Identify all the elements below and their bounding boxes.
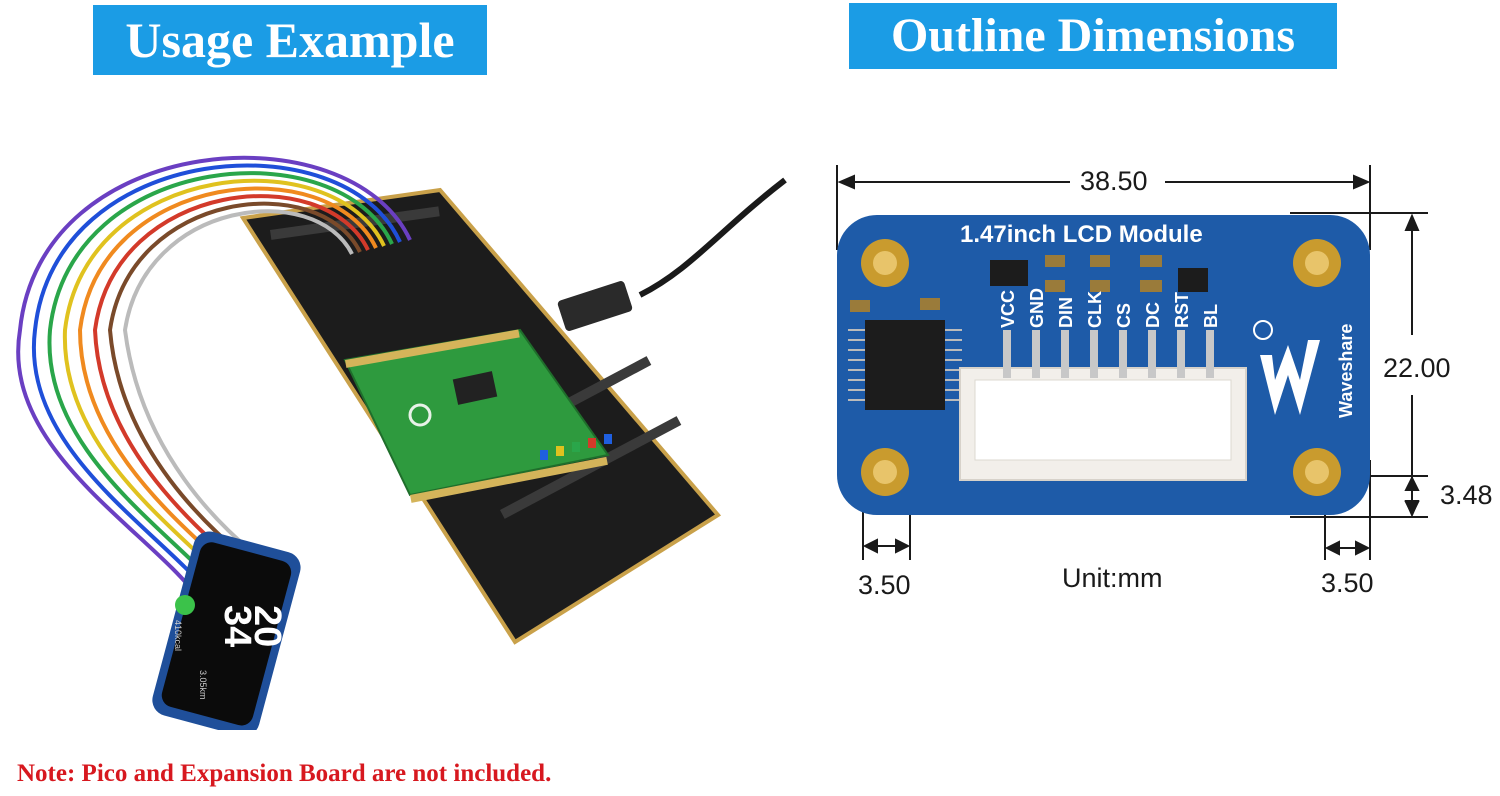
usage-example-photo: 20 34 410kcal 3.05km	[16, 155, 787, 730]
pin-label: CS	[1114, 303, 1134, 328]
pin-label: DC	[1143, 302, 1163, 328]
pin-label: CLK	[1085, 291, 1105, 328]
module-label: 1.47inch LCD Module	[960, 221, 1203, 248]
note-text: Note: Pico and Expansion Board are not i…	[17, 760, 552, 787]
dim-hole-offset-vertical: 3.48	[1440, 480, 1493, 510]
lcd-green-icon	[175, 595, 195, 615]
pin-label: DIN	[1056, 297, 1076, 328]
lcd-hour: 20	[246, 605, 288, 647]
outline-drawing: 1.47inch LCD Module VCC GND DIN CLK CS D…	[836, 165, 1428, 560]
dim-unit: Unit:mm	[1062, 563, 1163, 593]
dim-hole-offset-left: 3.50	[858, 570, 911, 600]
dim-hole-offset-right: 3.50	[1321, 568, 1374, 598]
lcd-minute: 34	[216, 605, 258, 647]
lcd-side-1: 410kcal	[173, 620, 183, 651]
waveshare-logo-icon	[1260, 340, 1320, 415]
pin-label: BL	[1201, 304, 1221, 328]
lcd-module	[152, 531, 301, 730]
driver-chip	[865, 320, 945, 410]
pin-label: RST	[1172, 292, 1192, 328]
pin-label: GND	[1027, 288, 1047, 328]
brand-label: Waveshare	[1336, 324, 1356, 418]
mounting-hole	[861, 239, 1341, 496]
pin-label: VCC	[998, 290, 1018, 328]
lcd-side-2: 3.05km	[198, 670, 208, 700]
dim-height: 22.00	[1383, 353, 1451, 383]
outline-dimensions-title: Outline Dimensions	[849, 3, 1337, 69]
dim-width: 38.50	[1080, 166, 1148, 196]
usage-example-title: Usage Example	[93, 5, 487, 75]
